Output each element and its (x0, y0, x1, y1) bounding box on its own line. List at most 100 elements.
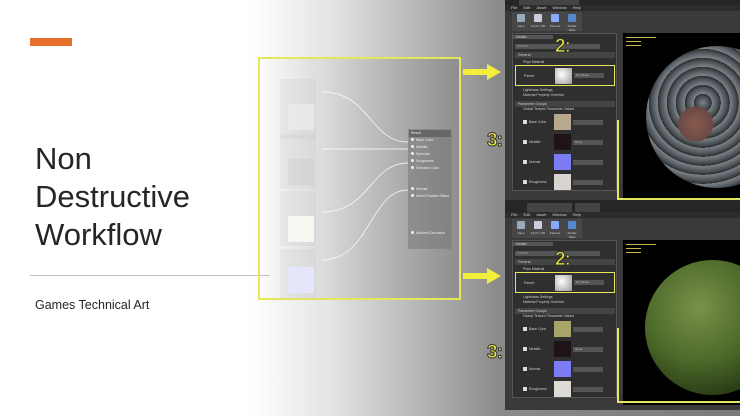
param-row-roughness: Roughness (515, 380, 615, 398)
viewport[interactable]: ▬▬▬▬▬▬▬▬▬▬▬▬▬▬▬▬▬▬▬▬ (623, 240, 740, 405)
parent-label: Parent (524, 74, 535, 78)
menu-asset[interactable]: Asset (536, 5, 547, 10)
checkbox[interactable] (523, 120, 527, 124)
search-input[interactable]: Search (515, 251, 600, 256)
toolbar: Save Find in CB Params Mobile Stats (512, 219, 582, 239)
texture-field[interactable] (573, 180, 603, 185)
toolbar: Save Find in CB Params Mobile Stats (512, 12, 582, 32)
texture-field[interactable] (573, 387, 603, 392)
menu-edit[interactable]: Edit (523, 5, 531, 10)
menu-help[interactable]: Help (572, 5, 581, 10)
connector-line (617, 401, 740, 403)
find-in-cb-button[interactable]: Find in CB (530, 14, 546, 28)
search-input[interactable]: Search (515, 44, 600, 49)
details-panel: Details Search General Phys Material Par… (512, 33, 617, 191)
material-instance-editor-bottom: File Edit Asset Window Help Save Find in CB … (505, 200, 740, 410)
property-override-label[interactable]: Material Property Override (523, 300, 565, 304)
general-section[interactable]: General (515, 52, 615, 58)
checkbox[interactable] (523, 140, 527, 144)
texture-field[interactable] (573, 367, 603, 372)
checkbox[interactable] (523, 180, 527, 184)
lightmass-label[interactable]: Lightmass Settings (523, 295, 553, 299)
param-row-normal: Normal (515, 360, 615, 378)
checkbox[interactable] (523, 160, 527, 164)
result-label: Result (409, 130, 451, 137)
save-button[interactable]: Save (513, 221, 529, 235)
lightmass-label[interactable]: Lightmass Settings (523, 88, 553, 92)
viewport[interactable]: ▬▬▬▬▬▬▬▬▬▬▬▬▬▬▬▬▬▬▬▬ (623, 33, 740, 198)
checkbox[interactable] (523, 367, 527, 371)
params-button[interactable]: Params (547, 14, 563, 28)
pin-wpo: World Position Offset (409, 193, 451, 200)
save-button[interactable]: Save (513, 14, 529, 28)
general-section[interactable]: General (515, 259, 615, 265)
texture-swatch[interactable] (554, 381, 571, 397)
global-params-label[interactable]: Global Texture Parameter Values (523, 314, 575, 318)
mobile-stats-button[interactable]: Mobile Stats (564, 221, 580, 239)
global-params-label[interactable]: Global Texture Parameter Values (523, 107, 575, 111)
accent-bar (30, 38, 72, 46)
step-3-label: 3: (487, 342, 504, 364)
tab[interactable] (527, 203, 572, 212)
params-button[interactable]: Params (547, 221, 563, 235)
parameter-groups-section[interactable]: Parameter Groups (515, 308, 615, 314)
checkbox[interactable] (523, 387, 527, 391)
texture-swatch[interactable] (554, 341, 571, 357)
texture-swatch[interactable] (554, 174, 571, 190)
pin-metallic: Metallic (409, 144, 451, 151)
menu-help[interactable]: Help (572, 212, 581, 217)
menu-file[interactable]: File (511, 212, 518, 217)
texture-swatch[interactable] (554, 154, 571, 170)
menu-asset[interactable]: Asset (536, 212, 547, 217)
texture-swatch[interactable] (554, 134, 571, 150)
material-instance-editor-top: File Edit Asset Window Help Save Find in CB … (505, 0, 740, 203)
texture-field[interactable]: None (573, 347, 603, 352)
wire (321, 91, 409, 143)
connector-line (617, 328, 619, 402)
checkbox[interactable] (523, 327, 527, 331)
texture-swatch[interactable] (554, 114, 571, 130)
texture-swatch[interactable] (554, 361, 571, 377)
phys-material-label: Phys Material (523, 60, 545, 64)
find-in-cb-button[interactable]: Find in CB (530, 221, 546, 235)
texture-node (280, 79, 316, 139)
tab[interactable] (575, 203, 600, 212)
pin-ao: Ambient Occlusion (409, 230, 451, 237)
param-row-base-color: Base Color (515, 320, 615, 338)
texture-field[interactable] (573, 160, 603, 165)
texture-node (280, 134, 316, 189)
texture-swatch[interactable] (554, 321, 571, 337)
property-override-label[interactable]: Material Property Override (523, 93, 565, 97)
parent-field[interactable]: M_Master (574, 280, 604, 285)
graph-wires (321, 91, 409, 261)
parent-row: Parent M_Master (515, 272, 615, 293)
menu-bar: File Edit Asset Window Help (505, 5, 740, 11)
menu-edit[interactable]: Edit (523, 212, 531, 217)
param-row-base-color: Base Color (515, 113, 615, 131)
menu-window[interactable]: Window (552, 212, 567, 217)
texture-field[interactable] (573, 120, 603, 125)
pin-emissive: Emissive Color (409, 165, 451, 172)
parameter-groups-section[interactable]: Parameter Groups (515, 101, 615, 107)
menu-file[interactable]: File (511, 5, 518, 10)
material-graph-screenshot: Result Base Color Metallic Specular Roug… (258, 57, 461, 300)
parent-thumbnail (555, 275, 572, 291)
arrow-right-icon (463, 268, 501, 284)
texture-field[interactable] (573, 327, 603, 332)
menu-bar: File Edit Asset Window Help (505, 212, 740, 218)
tab[interactable] (519, 0, 579, 5)
mobile-stats-button[interactable]: Mobile Stats (564, 14, 580, 32)
material-result-node: Result Base Color Metallic Specular Roug… (408, 129, 452, 249)
step-3-label: 3: (487, 130, 504, 152)
texture-field[interactable]: None (573, 140, 603, 145)
parent-field[interactable]: M_Master (574, 73, 604, 78)
param-row-normal: Normal (515, 153, 615, 171)
slide-subtitle: Games Technical Art (35, 298, 150, 312)
checkbox[interactable] (523, 347, 527, 351)
details-tab[interactable]: Details (513, 242, 553, 246)
details-tab[interactable]: Details (513, 35, 553, 39)
menu-window[interactable]: Window (552, 5, 567, 10)
parent-row: Parent M_Master (515, 65, 615, 86)
